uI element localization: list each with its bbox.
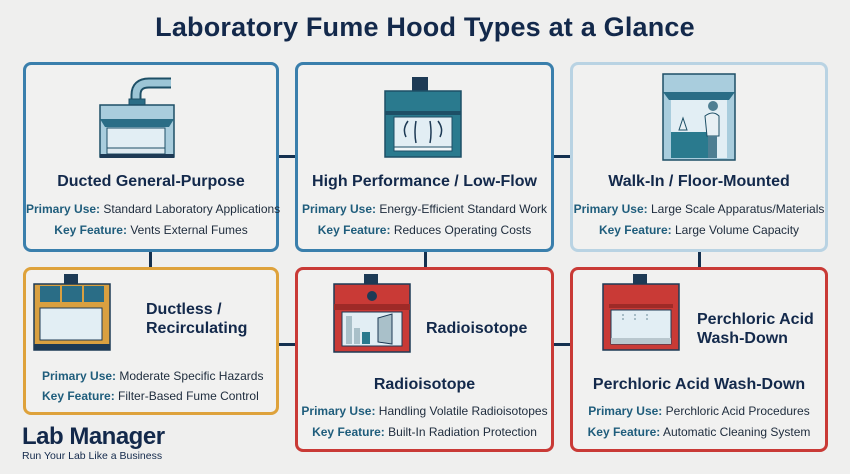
low-flow-hood-icon	[384, 77, 462, 158]
brand-name: Lab Manager	[22, 423, 165, 450]
radioisotope-hood-icon	[333, 274, 411, 353]
key-feature: Key Feature: Reduces Operating Costs	[317, 223, 532, 237]
connector-line	[278, 343, 296, 346]
ductless-hood-icon	[33, 274, 111, 351]
connector-line	[553, 343, 571, 346]
brand-logo: Lab Manager Run Your Lab Like a Business	[22, 423, 165, 463]
primary-use: Primary Use: Handling Volatile Radioisot…	[301, 404, 548, 418]
key-feature: Key Feature: Filter-Based Fume Control	[42, 389, 259, 403]
card-high-performance: High Performance / Low-Flow Primary Use:…	[295, 62, 554, 252]
key-feature: Key Feature: Automatic Cleaning System	[587, 425, 811, 439]
card-title: Ductless / Recirculating	[146, 301, 248, 337]
key-feature: Key Feature: Built-In Radiation Protecti…	[312, 425, 537, 439]
card-title: Perchloric Acid Wash-Down	[592, 376, 806, 393]
perchloric-hood-icon	[602, 274, 680, 351]
key-feature: Key Feature: Large Volume Capacity	[598, 223, 800, 237]
connector-line	[278, 155, 296, 158]
card-perchloric: Perchloric Acid Wash-Down Perchloric Aci…	[570, 267, 828, 452]
primary-use: Primary Use: Moderate Specific Hazards	[42, 369, 264, 383]
card-walk-in: Walk-In / Floor-Mounted Primary Use: Lar…	[570, 62, 828, 252]
connector-line	[149, 250, 152, 267]
card-title: Walk-In / Floor-Mounted	[608, 173, 790, 190]
connector-line	[698, 250, 701, 267]
primary-use: Primary Use: Energy-Efficient Standard W…	[301, 202, 548, 216]
ducted-hood-icon	[99, 77, 175, 158]
side-title: Radioisotope	[426, 320, 528, 337]
primary-use: Primary Use: Standard Laboratory Applica…	[26, 202, 281, 216]
walk-in-hood-icon	[662, 73, 736, 161]
page-title: Laboratory Fume Hood Types at a Glance	[155, 12, 695, 42]
primary-use: Primary Use: Large Scale Apparatus/Mater…	[573, 202, 825, 216]
card-ductless: Ductless / Recirculating Primary Use: Mo…	[23, 267, 279, 415]
card-title: Ducted General-Purpose	[57, 173, 245, 190]
brand-tagline: Run Your Lab Like a Business	[22, 450, 163, 462]
connector-line	[424, 250, 427, 267]
side-title: Perchloric Acid Wash-Down	[697, 311, 814, 347]
primary-use: Primary Use: Perchloric Acid Procedures	[588, 404, 810, 418]
connector-line	[553, 155, 571, 158]
card-title: High Performance / Low-Flow	[312, 173, 537, 190]
card-ducted-general-purpose: Ducted General-Purpose Primary Use: Stan…	[23, 62, 281, 252]
key-feature: Key Feature: Vents External Fumes	[54, 223, 248, 237]
card-title: Radioisotope	[373, 376, 476, 393]
card-radioisotope: Radioisotope Radioisotope Primary Use: H…	[295, 267, 554, 452]
